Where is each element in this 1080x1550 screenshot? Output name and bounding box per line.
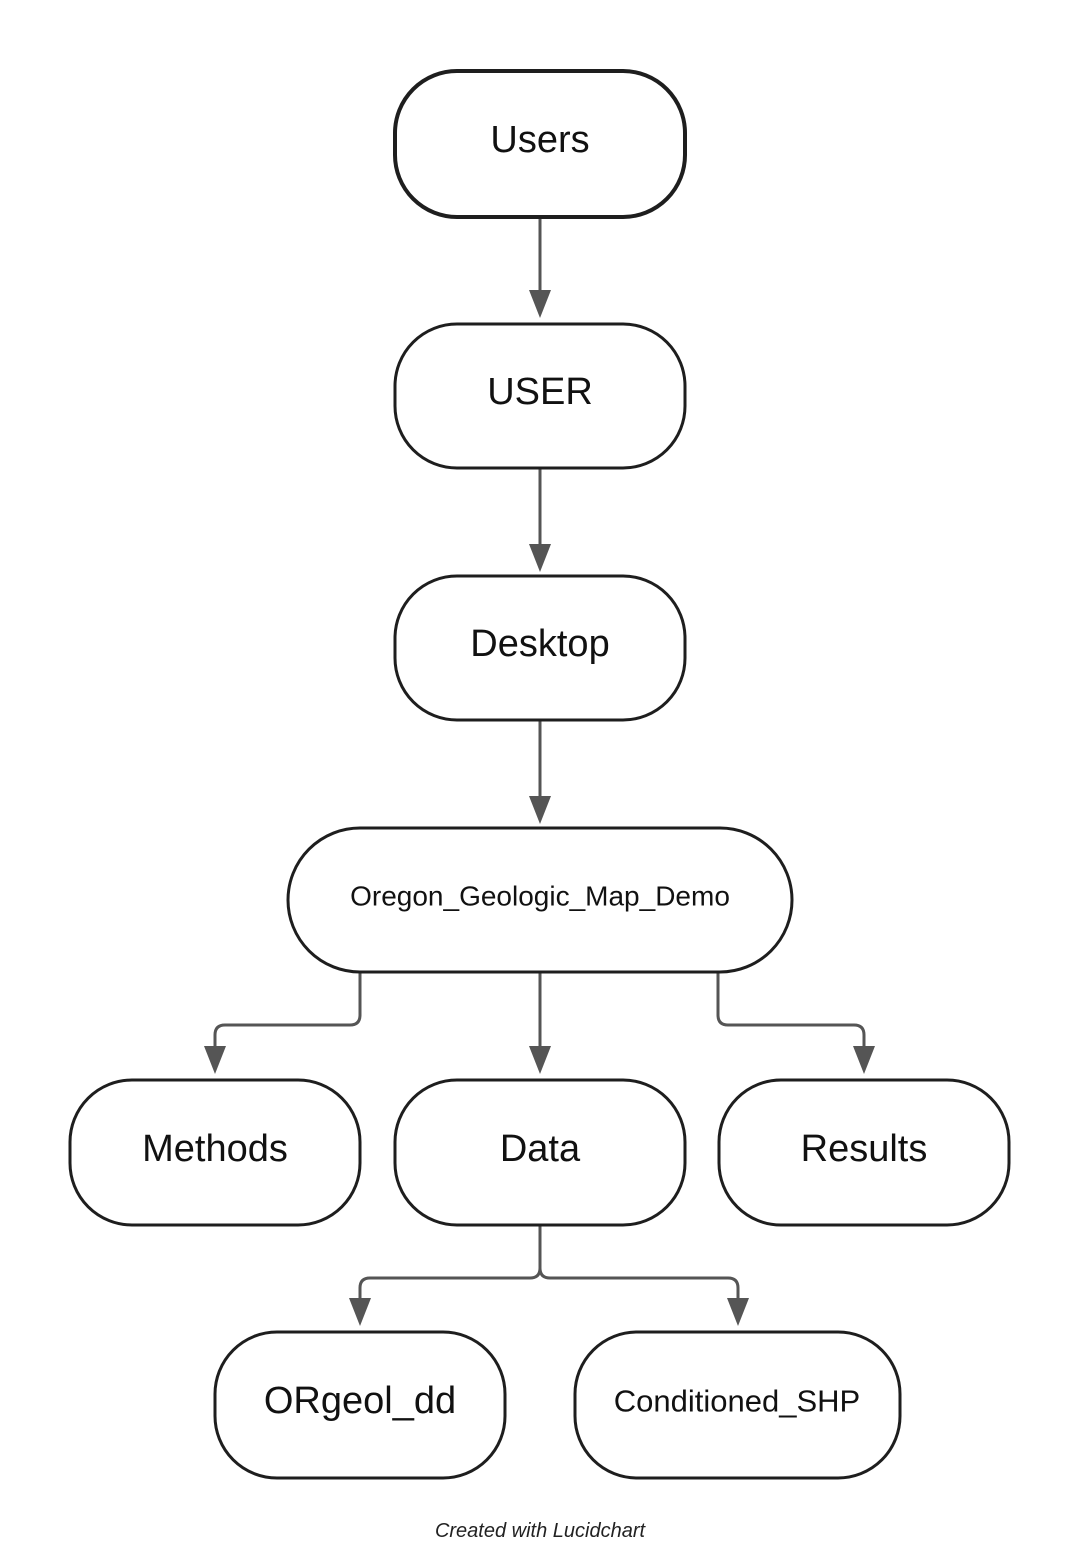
- lucidchart-credit: Created with Lucidchart: [434, 1520, 646, 1542]
- node-data-shape: [393, 1078, 687, 1227]
- edge-data-conditioned: [538, 1267, 740, 1300]
- edges: [204, 217, 875, 1326]
- node-users-shape: [393, 69, 687, 219]
- arrowhead-data: [529, 1046, 551, 1074]
- edge-data-orgeol: [358, 1225, 542, 1300]
- node-users[interactable]: Users: [393, 69, 687, 219]
- arrowhead-conditioned: [727, 1298, 749, 1326]
- arrowhead-results: [853, 1046, 875, 1074]
- node-user[interactable]: USER: [393, 322, 687, 470]
- node-methods[interactable]: Methods: [68, 1078, 362, 1227]
- edge-demo-methods: [213, 972, 362, 1048]
- arrowhead-desktop: [529, 544, 551, 572]
- node-demo[interactable]: Oregon_Geologic_Map_Demo: [286, 826, 794, 974]
- node-methods-label: Methods: [142, 1128, 288, 1170]
- arrowhead-orgeol: [349, 1298, 371, 1326]
- arrowhead-user: [529, 290, 551, 318]
- edge-demo-results: [716, 972, 866, 1048]
- node-orgeol-shape: [213, 1330, 507, 1480]
- node-conditioned-label: Conditioned_SHP: [614, 1384, 860, 1419]
- arrowhead-demo: [529, 796, 551, 824]
- node-conditioned[interactable]: Conditioned_SHP: [573, 1330, 902, 1480]
- node-orgeol[interactable]: ORgeol_dd: [213, 1330, 507, 1480]
- node-methods-shape: [68, 1078, 362, 1227]
- node-results-label: Results: [801, 1128, 928, 1170]
- node-results[interactable]: Results: [717, 1078, 1011, 1227]
- node-demo-shape: [286, 826, 794, 974]
- node-users-label: Users: [490, 119, 589, 161]
- node-user-label: USER: [487, 371, 593, 413]
- node-desktop-label: Desktop: [470, 623, 609, 665]
- node-orgeol-label: ORgeol_dd: [264, 1380, 456, 1422]
- node-data[interactable]: Data: [393, 1078, 687, 1227]
- node-conditioned-shape: [573, 1330, 902, 1480]
- node-desktop-shape: [393, 574, 687, 722]
- node-user-shape: [393, 322, 687, 470]
- node-data-label: Data: [500, 1128, 581, 1170]
- node-demo-label: Oregon_Geologic_Map_Demo: [350, 881, 730, 912]
- node-results-shape: [717, 1078, 1011, 1227]
- arrowhead-methods: [204, 1046, 226, 1074]
- node-desktop[interactable]: Desktop: [393, 574, 687, 722]
